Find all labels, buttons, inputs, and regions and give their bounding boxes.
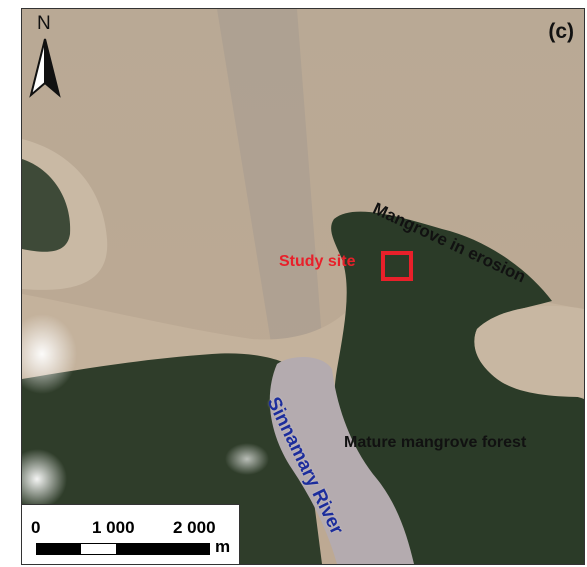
north-arrow: N	[25, 13, 65, 99]
north-label: N	[37, 13, 51, 34]
river-plume	[217, 9, 322, 349]
scale-label-1000: 1 000	[92, 518, 135, 537]
satellite-map: N (c) Mangrove in erosion Study site Mat…	[21, 8, 585, 565]
label-mature-forest: Mature mangrove forest	[344, 434, 527, 451]
scale-bar: 0 1 000 2 000 m	[22, 504, 240, 564]
cloud	[22, 449, 67, 509]
eroded-mudflat	[474, 305, 584, 397]
map-imagery	[22, 9, 584, 564]
cloud	[225, 443, 269, 475]
cloud	[22, 314, 77, 394]
scale-label-2000: 2 000	[173, 518, 216, 537]
scale-label-0: 0	[31, 518, 41, 537]
river-channel	[269, 357, 414, 564]
scale-segment-white	[80, 543, 117, 555]
panel-label: (c)	[548, 20, 574, 43]
scale-segment-black	[36, 543, 80, 555]
scale-unit: m	[215, 537, 231, 556]
study-site-marker	[381, 251, 413, 281]
forest-peninsula	[331, 211, 584, 564]
scale-segment-black	[117, 543, 210, 555]
north-arrow-icon	[29, 38, 61, 98]
label-study-site: Study site	[279, 253, 356, 270]
left-spit-forest	[22, 159, 71, 252]
